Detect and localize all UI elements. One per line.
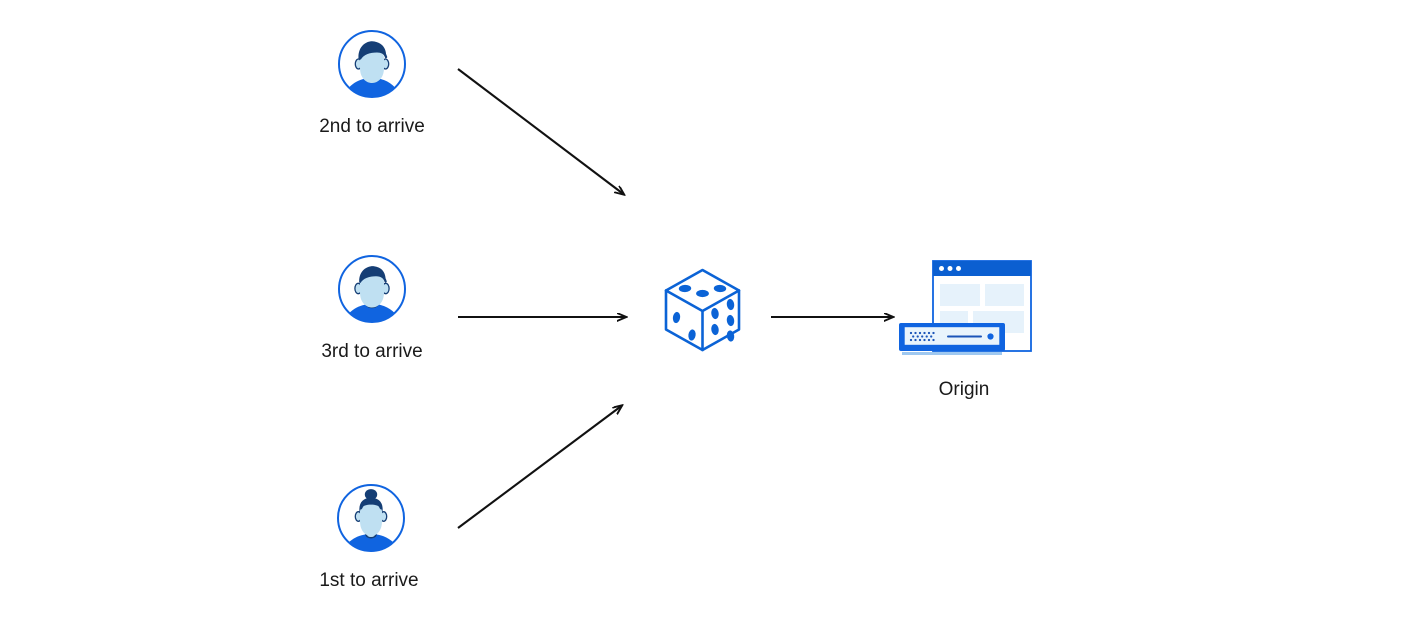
dice-left-pips [672,311,696,341]
origin-node [893,258,1035,360]
visitor-node-1st [335,482,407,554]
person-short-hair-icon [338,30,406,98]
arrow-1st-to-dice [457,406,622,529]
window-dot-2 [947,266,953,271]
person-bun-hair-icon [337,484,405,552]
visitor-node-3rd [336,253,408,325]
window-dot-3 [956,266,961,271]
dice-cube-icon [664,268,741,352]
person-short-hair-icon [338,255,406,323]
content-block-1 [940,284,980,306]
origin-label: Origin [938,379,990,400]
visitor-node-2nd [336,28,408,100]
server-vent-dots [909,331,935,342]
randomizer-node [660,266,745,354]
dice-top-pips [678,284,727,298]
visitor-label-3rd: 3rd to arrive [321,341,423,362]
window-dot-1 [939,266,944,271]
dice-right-pips [711,298,735,342]
content-block-2 [985,284,1024,306]
server-led [987,333,994,340]
arrow-2nd-to-dice [457,68,624,195]
visitor-label-2nd: 2nd to arrive [319,116,425,137]
visitor-label-1st: 1st to arrive [319,570,419,591]
rack-server-icon [899,323,1005,355]
origin-server-icon [899,260,1032,355]
